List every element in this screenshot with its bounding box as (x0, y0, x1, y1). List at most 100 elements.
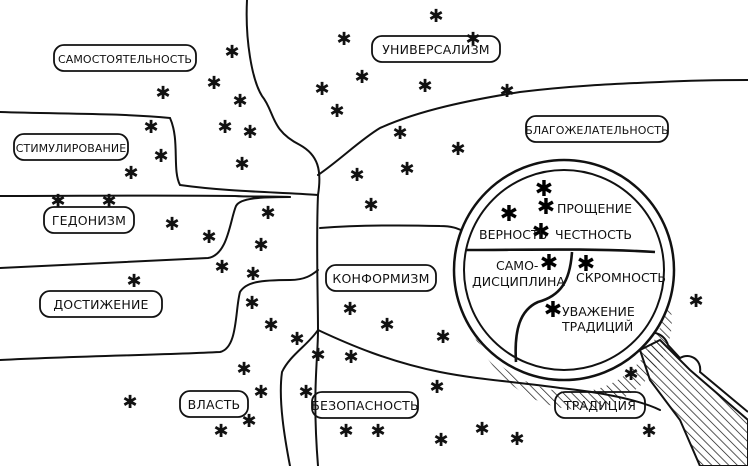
label-conformity: КОНФОРМИЗМ (332, 271, 429, 286)
svg-text:✱: ✱ (126, 271, 141, 292)
svg-text:✱: ✱ (342, 299, 357, 320)
svg-text:✱: ✱ (577, 252, 595, 277)
svg-text:✱: ✱ (379, 315, 394, 336)
svg-text:✱: ✱ (263, 315, 278, 336)
label-benevolence: БЛАГОЖЕЛАТЕЛЬНОСТЬ (525, 124, 668, 137)
boundary-power (279, 329, 319, 466)
region-label-texts: САМОСТОЯТЕЛЬНОСТЬ УНИВЕРСАЛИЗМ СТИМУЛИРО… (16, 42, 669, 413)
svg-text:✱: ✱ (336, 29, 351, 50)
svg-text:✱: ✱ (123, 163, 138, 184)
svg-text:✱: ✱ (164, 214, 179, 235)
svg-text:✱: ✱ (399, 159, 414, 180)
box-stimulation (13, 133, 129, 161)
label-self-discipline-line2: ДИСЦИПЛИНА (472, 274, 565, 289)
box-benevolence (525, 115, 669, 143)
label-self-direction: САМОСТОЯТЕЛЬНОСТЬ (58, 53, 192, 66)
svg-text:✱: ✱ (236, 359, 251, 380)
boundary-spine (245, 0, 321, 466)
svg-text:✱: ✱ (417, 76, 432, 97)
svg-text:✱: ✱ (201, 227, 216, 248)
svg-text:✱: ✱ (499, 81, 514, 102)
svg-text:✱: ✱ (532, 220, 550, 245)
label-universalism: УНИВЕРСАЛИЗМ (382, 42, 490, 57)
svg-text:✱: ✱ (260, 203, 275, 224)
boundary-hedonism (0, 196, 291, 269)
svg-text:✱: ✱ (206, 73, 221, 94)
svg-text:✱: ✱ (242, 122, 257, 143)
svg-text:✱: ✱ (224, 42, 239, 63)
svg-text:✱: ✱ (509, 429, 524, 450)
svg-text:✱: ✱ (688, 291, 703, 312)
svg-text:✱: ✱ (155, 83, 170, 104)
svg-text:✱: ✱ (122, 392, 137, 413)
boundary-achievement (0, 269, 319, 361)
box-achievement (39, 290, 163, 318)
svg-text:✱: ✱ (50, 191, 65, 212)
region-labels (13, 35, 669, 419)
value-markers: ✱ ✱ ✱ ✱ ✱ ✱ ✱ ✱ ✱ ✱ ✱ ✱ ✱ ✱ ✱ ✱ ✱ ✱ ✱ ✱ … (50, 6, 703, 451)
svg-text:✱: ✱ (641, 421, 656, 442)
svg-text:✱: ✱ (245, 264, 260, 285)
svg-text:✱: ✱ (429, 377, 444, 398)
svg-text:✱: ✱ (392, 123, 407, 144)
box-power (179, 390, 249, 418)
label-respect-tradition-line1: УВАЖЕНИЕ (562, 304, 635, 319)
svg-text:✱: ✱ (289, 329, 304, 350)
svg-text:✱: ✱ (232, 91, 247, 112)
svg-text:✱: ✱ (217, 117, 232, 138)
svg-text:✱: ✱ (450, 139, 465, 160)
box-conformity (325, 264, 437, 292)
svg-text:✱: ✱ (314, 79, 329, 100)
svg-text:✱: ✱ (540, 251, 558, 276)
svg-text:✱: ✱ (433, 430, 448, 451)
label-stimulation: СТИМУЛИРОВАНИЕ (16, 142, 127, 155)
label-modesty: СКРОМНОСТЬ (576, 270, 666, 285)
svg-text:✱: ✱ (349, 165, 364, 186)
svg-text:✱: ✱ (370, 421, 385, 442)
label-self-discipline-line1: САМО- (496, 258, 538, 273)
svg-text:✱: ✱ (428, 6, 443, 27)
svg-text:✱: ✱ (537, 195, 555, 220)
box-self-direction (53, 44, 197, 72)
label-respect-tradition-line2: ТРАДИЦИЙ (561, 319, 633, 334)
boundary-stimulation (0, 194, 291, 198)
svg-text:✱: ✱ (354, 67, 369, 88)
svg-text:✱: ✱ (101, 191, 116, 212)
label-security: БЕЗОПАСНОСТЬ (311, 398, 419, 413)
label-hedonism: ГЕДОНИЗМ (52, 213, 126, 228)
label-forgiveness: ПРОЩЕНИЕ (557, 201, 632, 216)
svg-text:✱: ✱ (500, 202, 518, 227)
label-loyalty: ВЕРНОСТЬ (479, 227, 547, 242)
svg-text:✱: ✱ (474, 419, 489, 440)
box-security (311, 391, 419, 419)
boundary-self-direction (0, 111, 319, 196)
svg-text:✱: ✱ (544, 298, 562, 323)
svg-text:✱: ✱ (298, 382, 313, 403)
svg-text:✱: ✱ (535, 177, 553, 202)
svg-text:✱: ✱ (234, 154, 249, 175)
svg-text:✱: ✱ (343, 347, 358, 368)
svg-text:✱: ✱ (329, 101, 344, 122)
magnifier-markers: ✱ ✱ ✱ ✱ ✱ ✱ ✱ (500, 177, 595, 323)
magnifier-icon (452, 158, 748, 466)
svg-text:✱: ✱ (213, 421, 228, 442)
svg-text:✱: ✱ (244, 293, 259, 314)
svg-text:✱: ✱ (241, 411, 256, 432)
svg-text:✱: ✱ (253, 235, 268, 256)
svg-text:✱: ✱ (143, 117, 158, 138)
svg-text:✱: ✱ (253, 382, 268, 403)
label-honesty: ЧЕСТНОСТЬ (555, 227, 632, 242)
svg-text:✱: ✱ (214, 257, 229, 278)
svg-text:✱: ✱ (310, 345, 325, 366)
label-achievement: ДОСТИЖЕНИЕ (53, 297, 148, 312)
label-power: ВЛАСТЬ (188, 397, 241, 412)
box-universalism (371, 35, 501, 63)
boundary-benevolence (319, 224, 466, 233)
box-hedonism (43, 206, 135, 234)
svg-text:✱: ✱ (435, 327, 450, 348)
svg-text:✱: ✱ (153, 146, 168, 167)
magnifier-labels: ПРОЩЕНИЕ ВЕРНОСТЬ ЧЕСТНОСТЬ САМО- ДИСЦИП… (472, 201, 666, 334)
boundary-universalism (317, 79, 748, 176)
